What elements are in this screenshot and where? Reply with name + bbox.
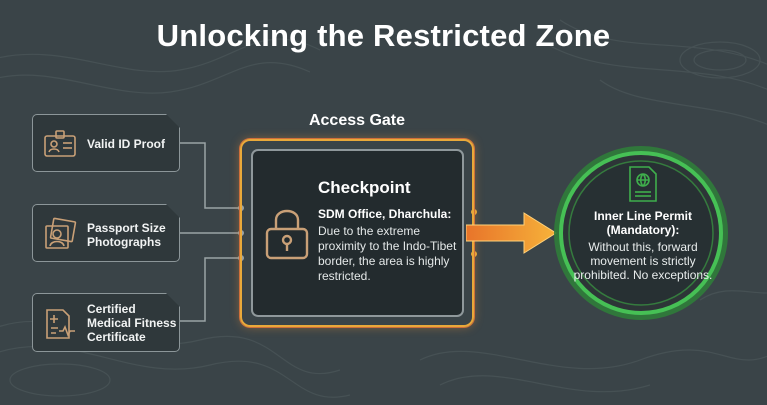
page-title: Unlocking the Restricted Zone [156,18,611,53]
passport-document-icon [629,166,657,202]
checkpoint-panel [251,149,464,317]
permit-ring [554,146,728,320]
access-gate-label: Access Gate [308,112,406,129]
id-card-icon [43,127,77,161]
permit-description: Without this, forward movement is strict… [573,240,713,282]
checkpoint-description: Due to the extreme proximity to the Indo… [318,224,457,283]
document-card-photographs: Passport Size Photographs [32,204,180,262]
right-arrow-icon [466,212,557,254]
padlock-icon [265,209,309,260]
document-card-medical-certificate: Certified Medical Fitness Certificate [32,293,180,352]
photographs-icon [43,217,77,251]
document-label: Passport Size Photographs [87,221,166,249]
medical-certificate-icon [43,307,77,341]
document-card-id-proof: Valid ID Proof [32,114,180,172]
document-label: Certified Medical Fitness Certificate [87,302,177,344]
permit-title: Inner Line Permit (Mandatory): [593,209,693,237]
checkpoint-office: SDM Office, Dharchula: [318,207,452,221]
document-label: Valid ID Proof [87,137,166,151]
checkpoint-heading: Checkpoint [318,178,411,197]
